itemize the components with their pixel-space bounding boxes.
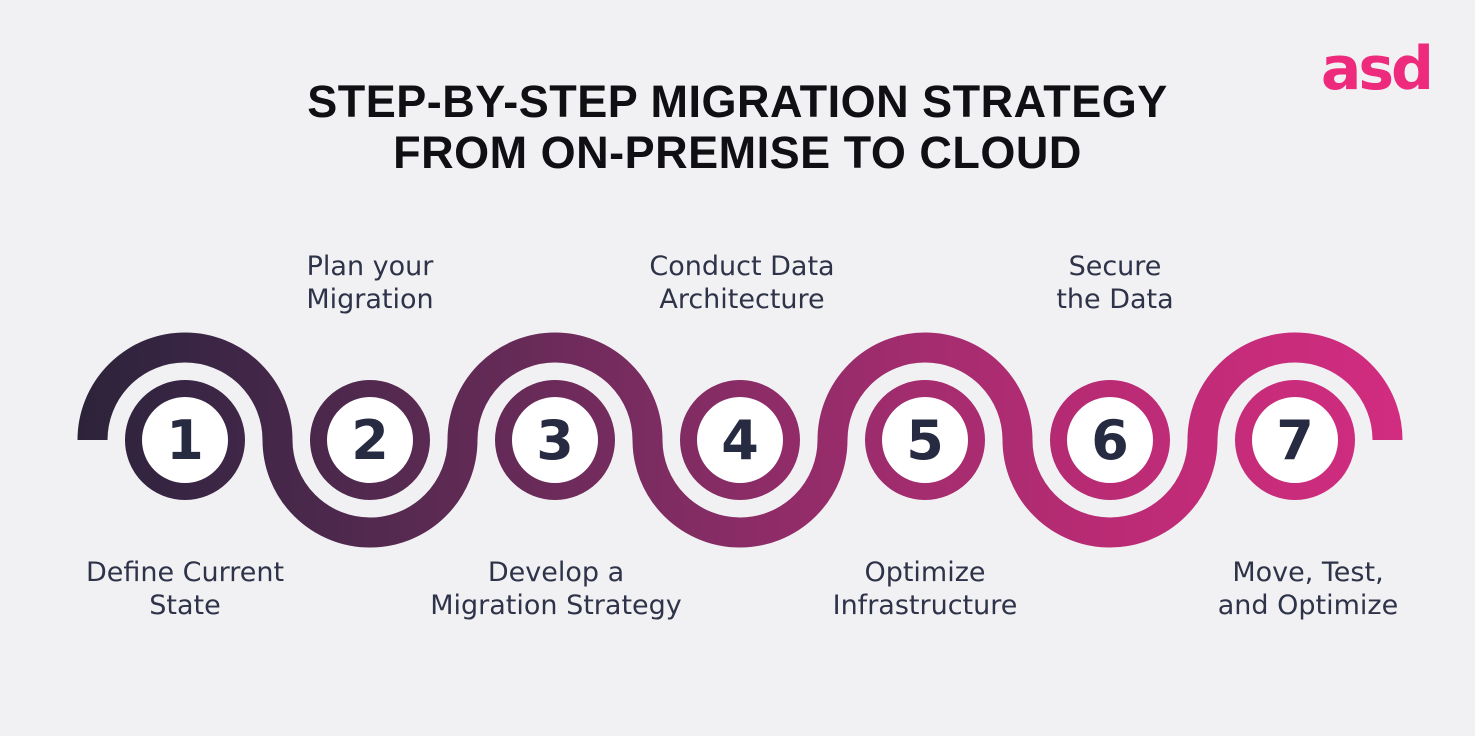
step-ring-2 [310,380,430,500]
step-circle-5: 5 [882,397,968,483]
step-circle-1: 1 [142,397,228,483]
step-ring-1 [125,380,245,500]
step-ring-6 [1050,380,1170,500]
step-circle-3: 3 [512,397,598,483]
step-ring-4 [680,380,800,500]
step-number: 1 [166,408,204,472]
step-label-4: Conduct Data Architecture [649,251,835,315]
step-number: 2 [351,408,389,472]
step-ring-3 [495,380,615,500]
step-label-7: Move, Test, and Optimize [1217,557,1399,621]
step-circle-4: 4 [697,397,783,483]
step-number: 5 [906,408,944,472]
step-circle-2: 2 [327,397,413,483]
step-label-6: Secure the Data [1056,251,1174,315]
step-number: 4 [721,408,759,472]
step-circle-7: 7 [1252,397,1338,483]
step-label-5: Optimize Infrastructure [832,557,1018,621]
step-number: 3 [536,408,574,472]
step-label-3: Develop a Migration Strategy [430,557,682,621]
asd-logo: asd [1320,34,1434,104]
wave-path [77,332,1403,548]
step-circle-6: 6 [1067,397,1153,483]
bottom-white-strip [0,736,1475,740]
step-number: 6 [1091,408,1129,472]
step-number: 7 [1276,408,1314,472]
step-label-2: Plan your Migration [306,251,434,315]
step-label-1: Define Current State [85,557,285,621]
step-ring-7 [1235,380,1355,500]
page-title: STEP-BY-STEP MIGRATION STRATEGY FROM ON-… [307,76,1168,178]
step-ring-5 [865,380,985,500]
